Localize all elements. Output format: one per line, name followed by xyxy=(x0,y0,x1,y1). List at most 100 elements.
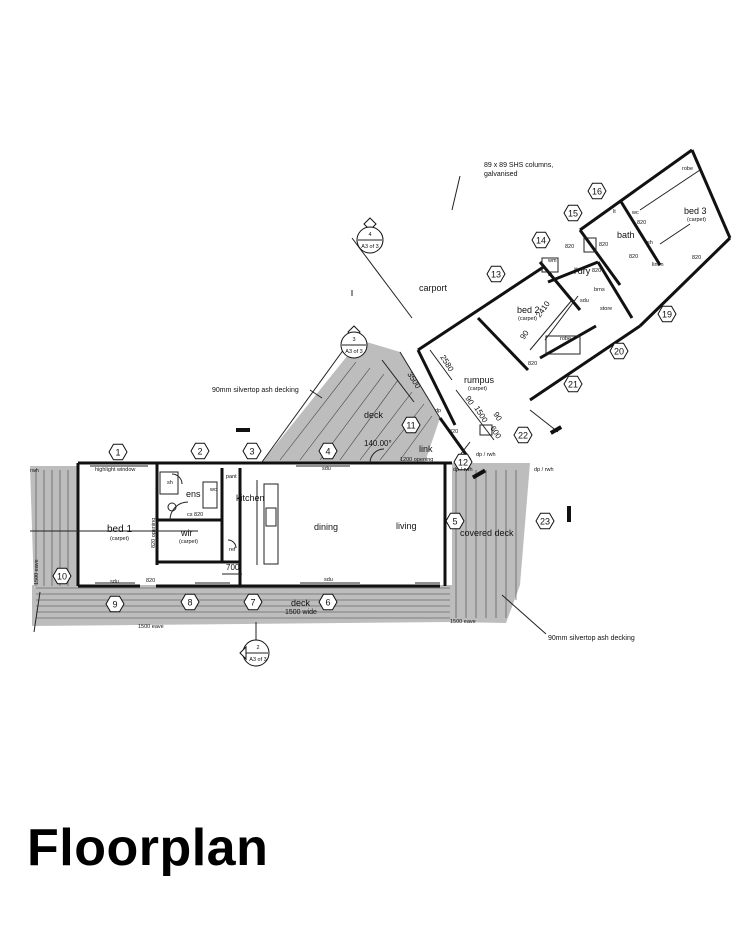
section-3-ref: A3 of 3 xyxy=(345,349,362,355)
note-highlight-window: highlight window xyxy=(95,467,135,473)
grid-marker-1: 1 xyxy=(108,443,128,461)
room-bed-1: bed 1 xyxy=(107,524,132,535)
note-store: store xyxy=(600,306,612,312)
note-820-2: 820 xyxy=(449,429,458,435)
main-deck-area xyxy=(32,585,452,626)
section-4-num: 4 xyxy=(368,232,371,238)
rumpus-wing-walls xyxy=(416,148,732,461)
grid-marker-label: 2 xyxy=(197,447,202,457)
note-rwh: rwh xyxy=(30,468,39,474)
room-wir-sub: (carpet) xyxy=(179,539,198,545)
note-opening-820: 820 opening xyxy=(151,518,157,548)
grid-marker-23: 23 xyxy=(535,512,555,530)
grid-marker-8: 8 xyxy=(180,593,200,611)
section-marker-4: 4 A3 of 3 xyxy=(356,217,384,254)
note-columns-2: galvanised xyxy=(484,171,518,178)
room-carport: carport xyxy=(419,283,448,293)
room-ldry: l'dry xyxy=(574,266,591,276)
note-820-4: 820 xyxy=(565,244,574,250)
grid-marker-label: 6 xyxy=(325,598,330,608)
cooktop-icon xyxy=(265,507,277,527)
grid-marker-label: 22 xyxy=(518,431,528,441)
marker-bar-3 xyxy=(549,425,563,435)
section-2-num: 2 xyxy=(256,645,259,651)
note-sdu-2: sdu xyxy=(110,579,119,585)
note-820-5: 820 xyxy=(599,242,608,248)
note-wm: wm xyxy=(547,258,557,264)
left-eave-strip xyxy=(30,466,78,590)
note-eave-3: 1500 eave xyxy=(34,559,40,585)
note-eave-2: 1500 eave xyxy=(450,619,476,625)
note-brns: sdu xyxy=(580,298,589,304)
grid-marker-label: 11 xyxy=(406,421,415,431)
note-decking-bottom: 90mm silvertop ash decking xyxy=(548,635,635,642)
room-rumpus: rumpus xyxy=(464,375,495,385)
note-lt: lt xyxy=(613,209,616,215)
room-bed-2: bed 2 xyxy=(517,305,540,315)
section-2-ref: A3 of 3 xyxy=(249,657,266,663)
kitchen-island xyxy=(263,483,279,565)
marker-bar-2 xyxy=(471,468,487,480)
grid-marker-label: 23 xyxy=(540,517,550,527)
room-wir: wir xyxy=(180,528,193,538)
note-820-3: 820 xyxy=(528,361,537,367)
marker-bar-4 xyxy=(567,506,571,522)
note-820-1: 820 xyxy=(146,578,155,584)
room-living: living xyxy=(396,521,417,531)
grid-marker-9: 9 xyxy=(105,595,125,613)
grid-marker-label: 1 xyxy=(115,448,120,458)
section-3-num: 3 xyxy=(352,337,355,343)
grid-marker-12: 12 xyxy=(453,453,473,471)
rumpus-wing-details xyxy=(459,169,701,456)
grid-marker-label: 9 xyxy=(112,600,117,610)
grid-marker-22: 22 xyxy=(513,426,533,444)
dim-90c: 90 xyxy=(491,410,504,423)
note-dp-rwh-2: dp / rwh xyxy=(534,467,554,473)
grid-marker-label: 14 xyxy=(536,236,546,246)
page-title: Floorplan xyxy=(27,819,269,877)
toilet-fixture xyxy=(167,502,177,512)
note-pantry: pant xyxy=(226,474,237,480)
note-wc-2: wc xyxy=(631,210,639,216)
grid-marker-label: 7 xyxy=(250,598,255,608)
grid-marker-6: 6 xyxy=(318,593,338,611)
grid-marker-7: 7 xyxy=(243,593,263,611)
note-columns-1: 89 x 89 SHS columns, xyxy=(484,162,553,169)
section-marker-2: 2 A3 of 3 xyxy=(239,622,270,667)
dim-600: 600 xyxy=(488,424,503,441)
note-820-8: 820 xyxy=(592,268,601,274)
note-sh-2: sh xyxy=(647,240,653,246)
dim-2580: 2580 xyxy=(438,353,455,373)
room-upper-deck: deck xyxy=(364,410,384,420)
note-dp-rwh-1: dp / rwh xyxy=(453,467,473,473)
grid-marker-3: 3 xyxy=(242,442,262,460)
grid-marker-label: 20 xyxy=(614,347,624,357)
dim-angle: 140.00° xyxy=(364,439,392,448)
carport-lines xyxy=(261,175,461,463)
note-820-7: 820 xyxy=(692,255,701,261)
note-820-9: 820 xyxy=(637,220,646,226)
room-bed-3: bed 3 xyxy=(684,206,707,216)
grid-marker-label: 15 xyxy=(568,209,578,219)
note-robe-1: robe xyxy=(682,166,693,172)
grid-marker-label: 12 xyxy=(458,458,468,468)
note-ref: ref xyxy=(229,547,236,553)
room-link: link xyxy=(419,444,433,454)
note-ts: ts xyxy=(548,272,553,278)
grid-marker-label: 16 xyxy=(592,187,602,197)
note-sdu-1: sdu xyxy=(322,466,331,472)
room-deck-sub: 1500 wide xyxy=(285,609,317,616)
grid-marker-20: 20 xyxy=(609,342,629,360)
grid-marker-label: 8 xyxy=(187,598,192,608)
room-bed-2-sub: (carpet) xyxy=(518,316,537,322)
section-4-ref: A3 of 3 xyxy=(361,244,378,250)
grid-marker-5: 5 xyxy=(445,512,465,530)
room-rumpus-sub: (carpet) xyxy=(468,386,487,392)
grid-marker-label: 21 xyxy=(568,380,578,390)
grid-marker-16: 16 xyxy=(587,182,607,200)
note-sh: sh xyxy=(167,480,173,486)
grid-marker-label: 3 xyxy=(249,447,254,457)
note-sdu-3: sdu xyxy=(324,577,333,583)
room-bed-3-sub: (carpet) xyxy=(687,217,706,223)
